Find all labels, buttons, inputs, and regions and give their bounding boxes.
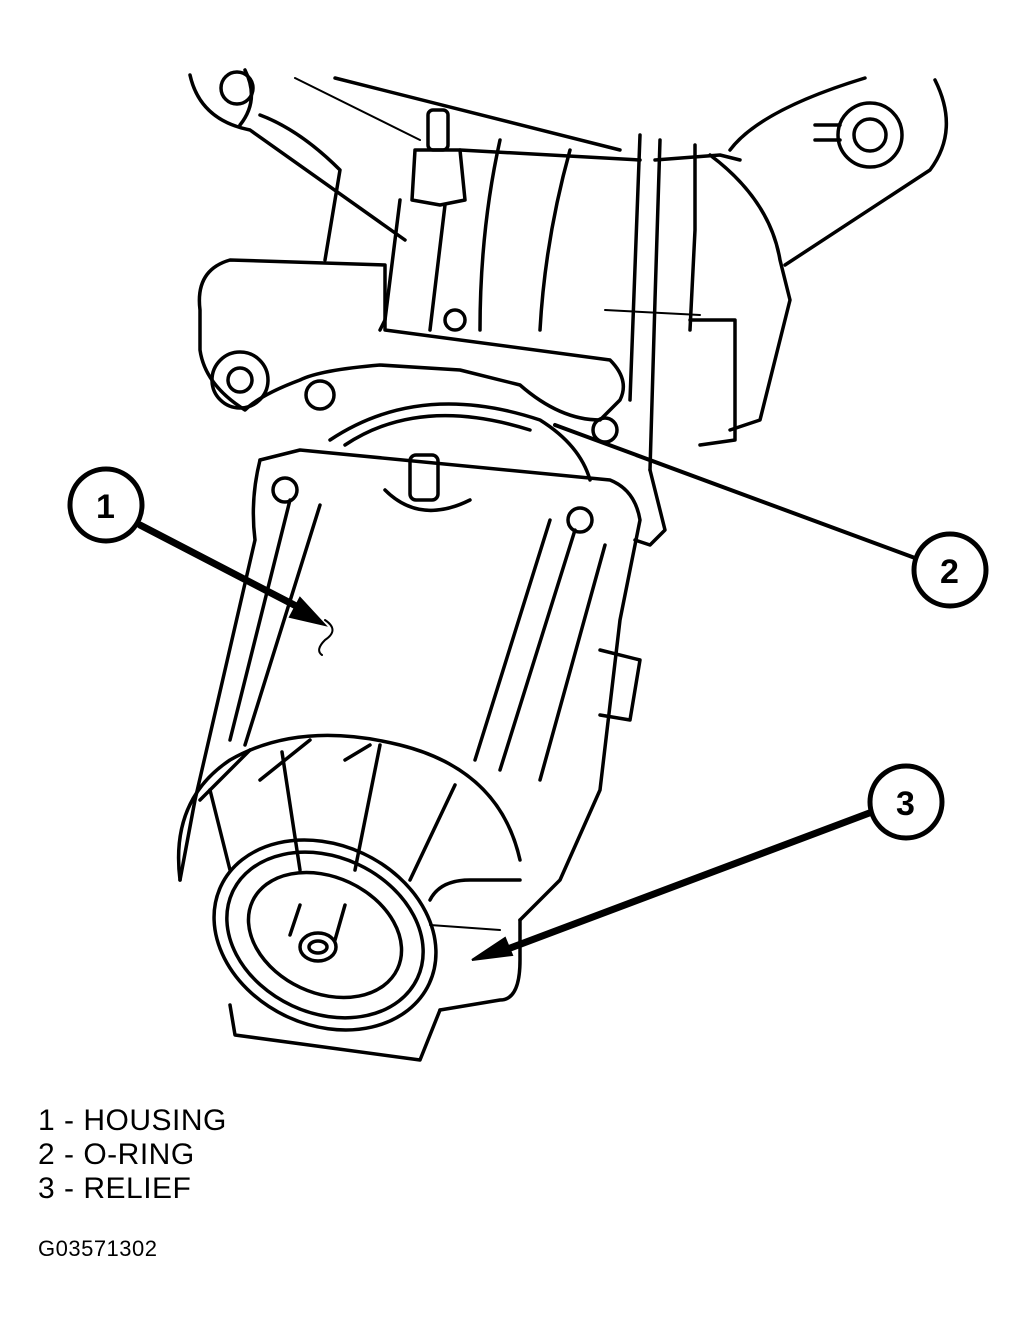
callout-1-circle (67, 466, 145, 544)
adapter-case (258, 108, 792, 472)
mid-flange (197, 258, 626, 482)
callout-1: 1 (67, 466, 328, 627)
figure-id: G03571302 (38, 1236, 158, 1261)
legend-item-housing: 1 - HOUSING (38, 1104, 227, 1137)
housing (178, 448, 667, 922)
front-output-retainer (176, 733, 522, 1062)
callout-2-number: 2 (940, 553, 959, 591)
callout-2-circle (911, 531, 989, 609)
legend: 1 - HOUSING 2 - O-RING 3 - RELIEF (38, 1104, 227, 1206)
bracket-bolt-hole-left (219, 70, 255, 106)
mounting-bracket (188, 68, 949, 267)
callout-2: 2 (553, 423, 989, 609)
legend-item-o-ring: 2 - O-RING (38, 1138, 195, 1171)
callout-3-circle (867, 763, 945, 841)
callout-1-number: 1 (96, 488, 115, 526)
bracket-bushing-right (836, 101, 904, 169)
legend-item-relief: 3 - RELIEF (38, 1172, 192, 1205)
callout-3: 3 (471, 763, 945, 961)
callout-3-number: 3 (896, 785, 915, 823)
